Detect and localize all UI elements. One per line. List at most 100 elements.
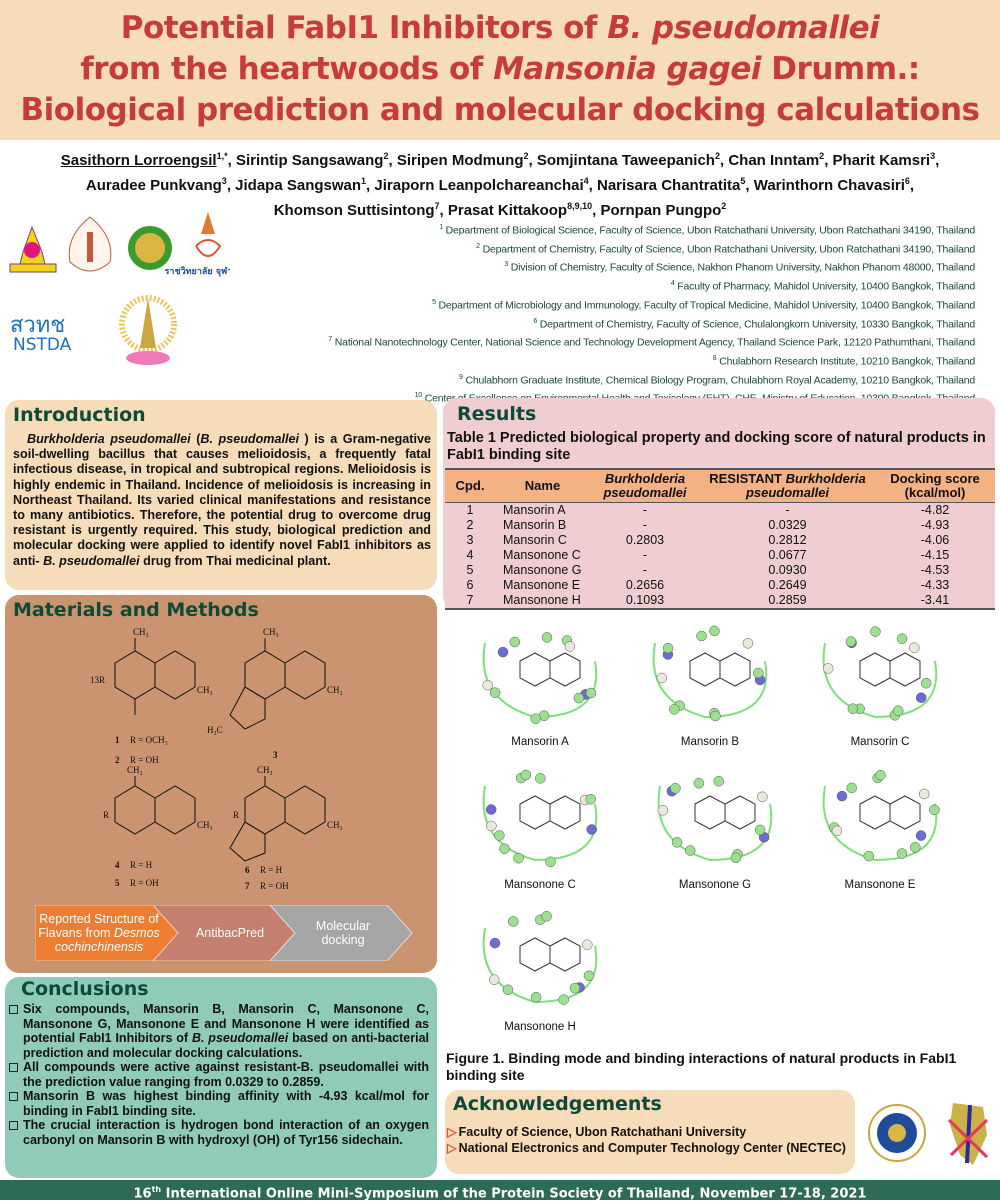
residue-marker	[535, 773, 546, 784]
residue-marker	[558, 994, 569, 1005]
author-name: Jiraporn Leanpolchareanchai	[374, 177, 584, 194]
residue-marker	[657, 805, 669, 816]
residue-marker	[509, 636, 521, 648]
triangle-bullet-icon: ▷	[447, 1141, 457, 1155]
acknowledgements-section: Acknowledgements ▷Faculty of Science, Ub…	[445, 1090, 855, 1174]
affiliation: 9 Chulabhorn Graduate Institute, Chemica…	[459, 373, 975, 387]
residue-marker	[742, 638, 754, 649]
structure-1-2	[114, 638, 196, 715]
residue-marker	[846, 782, 857, 794]
binding-interaction-diagram	[482, 769, 598, 868]
svg-text:4: 4	[115, 860, 120, 870]
column-header-cpd: Cpd.	[445, 468, 495, 503]
binding-interaction-diagram	[652, 625, 768, 722]
column-header-docking: Docking score (kcal/mol)	[875, 468, 995, 503]
svg-text:R: R	[103, 810, 109, 820]
residue-marker	[920, 677, 932, 689]
mahidol-logo	[868, 1104, 926, 1162]
docking-figure: Mansorin B	[625, 615, 795, 749]
author-list: Sasithorn Lorroengsil1,*, Sirintip Sangs…	[60, 151, 940, 219]
conclusion-item: The crucial interaction is hydrogen bond…	[9, 1118, 429, 1147]
svg-text:3: 3	[273, 750, 278, 760]
checkbox-bullet-icon	[9, 1092, 18, 1101]
author-name: Siripen Modmung	[396, 152, 524, 169]
conclusion-item: All compounds were active against resist…	[9, 1060, 429, 1089]
protein-society-logo	[947, 1103, 989, 1165]
results-section: Results Table 1 Predicted biological pro…	[443, 398, 995, 610]
residue-marker	[502, 984, 514, 996]
svg-text:R = H: R = H	[130, 860, 153, 870]
institution-logos-row-1: ราชวิทยาลัย จุฬาภรณ์	[9, 212, 230, 277]
methods-heading: Materials and Methods	[13, 599, 259, 621]
residue-marker	[696, 630, 707, 642]
residue-marker	[499, 843, 510, 854]
affiliation: 6 Department of Chemistry, Faculty of Sc…	[533, 317, 975, 331]
ubon-university-logo	[9, 225, 57, 273]
residue-marker	[486, 820, 497, 832]
affiliation: 8 Chulabhorn Research Institute, 10210 B…	[712, 354, 975, 368]
footer-banner: 16th International Online Mini-Symposium…	[0, 1180, 1000, 1201]
residue-marker	[513, 852, 524, 864]
table-caption: Table 1 Predicted biological property an…	[447, 430, 986, 463]
svg-text:สวทช: สวทช	[10, 313, 65, 338]
poster-title: Potential FabI1 Inhibitors of B. pseudom…	[20, 10, 980, 128]
svg-text:CH₃: CH₃	[133, 627, 149, 637]
svg-text:R = OCH₃: R = OCH₃	[130, 735, 168, 745]
affiliation: 7 National Nanotechnology Center, Nation…	[328, 336, 975, 349]
checkbox-bullet-icon	[9, 1063, 18, 1072]
author-name: Khomson Suttisintong	[273, 202, 435, 219]
residue-marker	[541, 911, 552, 922]
residue-marker	[892, 705, 904, 716]
svg-text:CH₃: CH₃	[197, 685, 213, 695]
conclusion-item: Mansorin B was highest binding affinity …	[9, 1089, 429, 1118]
residue-marker	[910, 842, 921, 853]
workflow-arrows	[35, 905, 413, 961]
docking-figure: Mansorin A	[455, 615, 625, 749]
svg-text:CH₃: CH₃	[327, 685, 343, 695]
residue-marker	[909, 642, 920, 653]
residue-marker	[530, 713, 541, 724]
residue-marker	[693, 777, 705, 789]
structure-3	[229, 638, 326, 730]
docking-figure: Mansonone C	[455, 758, 625, 892]
affiliation: 5 Department of Microbiology and Immunol…	[432, 298, 975, 312]
svg-text:CH₃: CH₃	[263, 627, 279, 637]
conclusions-heading: Conclusions	[21, 978, 149, 1000]
conclusions-list: Six compounds, Mansorin B, Mansorin C, M…	[9, 1002, 429, 1147]
svg-text:1: 1	[115, 735, 120, 745]
svg-text:H₃C: H₃C	[207, 725, 223, 735]
svg-text:2: 2	[115, 755, 120, 765]
author-name: Warinthorn Chavasiri	[753, 177, 905, 194]
residue-marker	[508, 916, 519, 927]
binding-interaction-diagram	[482, 911, 598, 1005]
mahidol-pharmacy-logo	[128, 226, 172, 270]
workflow-step-antibacpred: AntibacPred	[195, 926, 265, 940]
triangle-bullet-icon: ▷	[447, 1125, 457, 1139]
residue-marker	[489, 687, 501, 698]
svg-text:ราชวิทยาลัย จุฬาภรณ์: ราชวิทยาลัย จุฬาภรณ์	[165, 265, 230, 277]
residue-marker	[564, 641, 576, 652]
residue-marker	[541, 632, 553, 643]
residue-marker	[730, 852, 742, 864]
residue-marker	[488, 974, 500, 985]
chulabhorn-logo: ราชวิทยาลัย จุฬาภรณ์	[165, 212, 230, 277]
svg-text:NSTDA: NSTDA	[13, 335, 72, 355]
svg-text:R: R	[233, 810, 239, 820]
docking-figure: Mansonone E	[795, 758, 965, 892]
nakhon-phanom-logo	[68, 216, 112, 272]
workflow-step-docking: Molecular docking	[315, 919, 371, 947]
binding-interaction-diagram	[822, 626, 938, 721]
column-header-bp: Burkholderia pseudomallei	[590, 468, 700, 503]
chemical-structures: CH₃ CH₃ 13R 1 R = OCH₃ 2 R = OH CH₃ CH₃ …	[90, 627, 343, 891]
residue-marker	[585, 793, 596, 805]
author-name: Somjintana Taweepanich	[536, 152, 715, 169]
residue-marker	[583, 970, 595, 982]
structure-4-5	[114, 776, 196, 835]
column-header-name: Name	[495, 468, 590, 503]
acknowledgement-item: ▷National Electronics and Computer Techn…	[447, 1141, 846, 1155]
residue-marker	[545, 856, 556, 868]
